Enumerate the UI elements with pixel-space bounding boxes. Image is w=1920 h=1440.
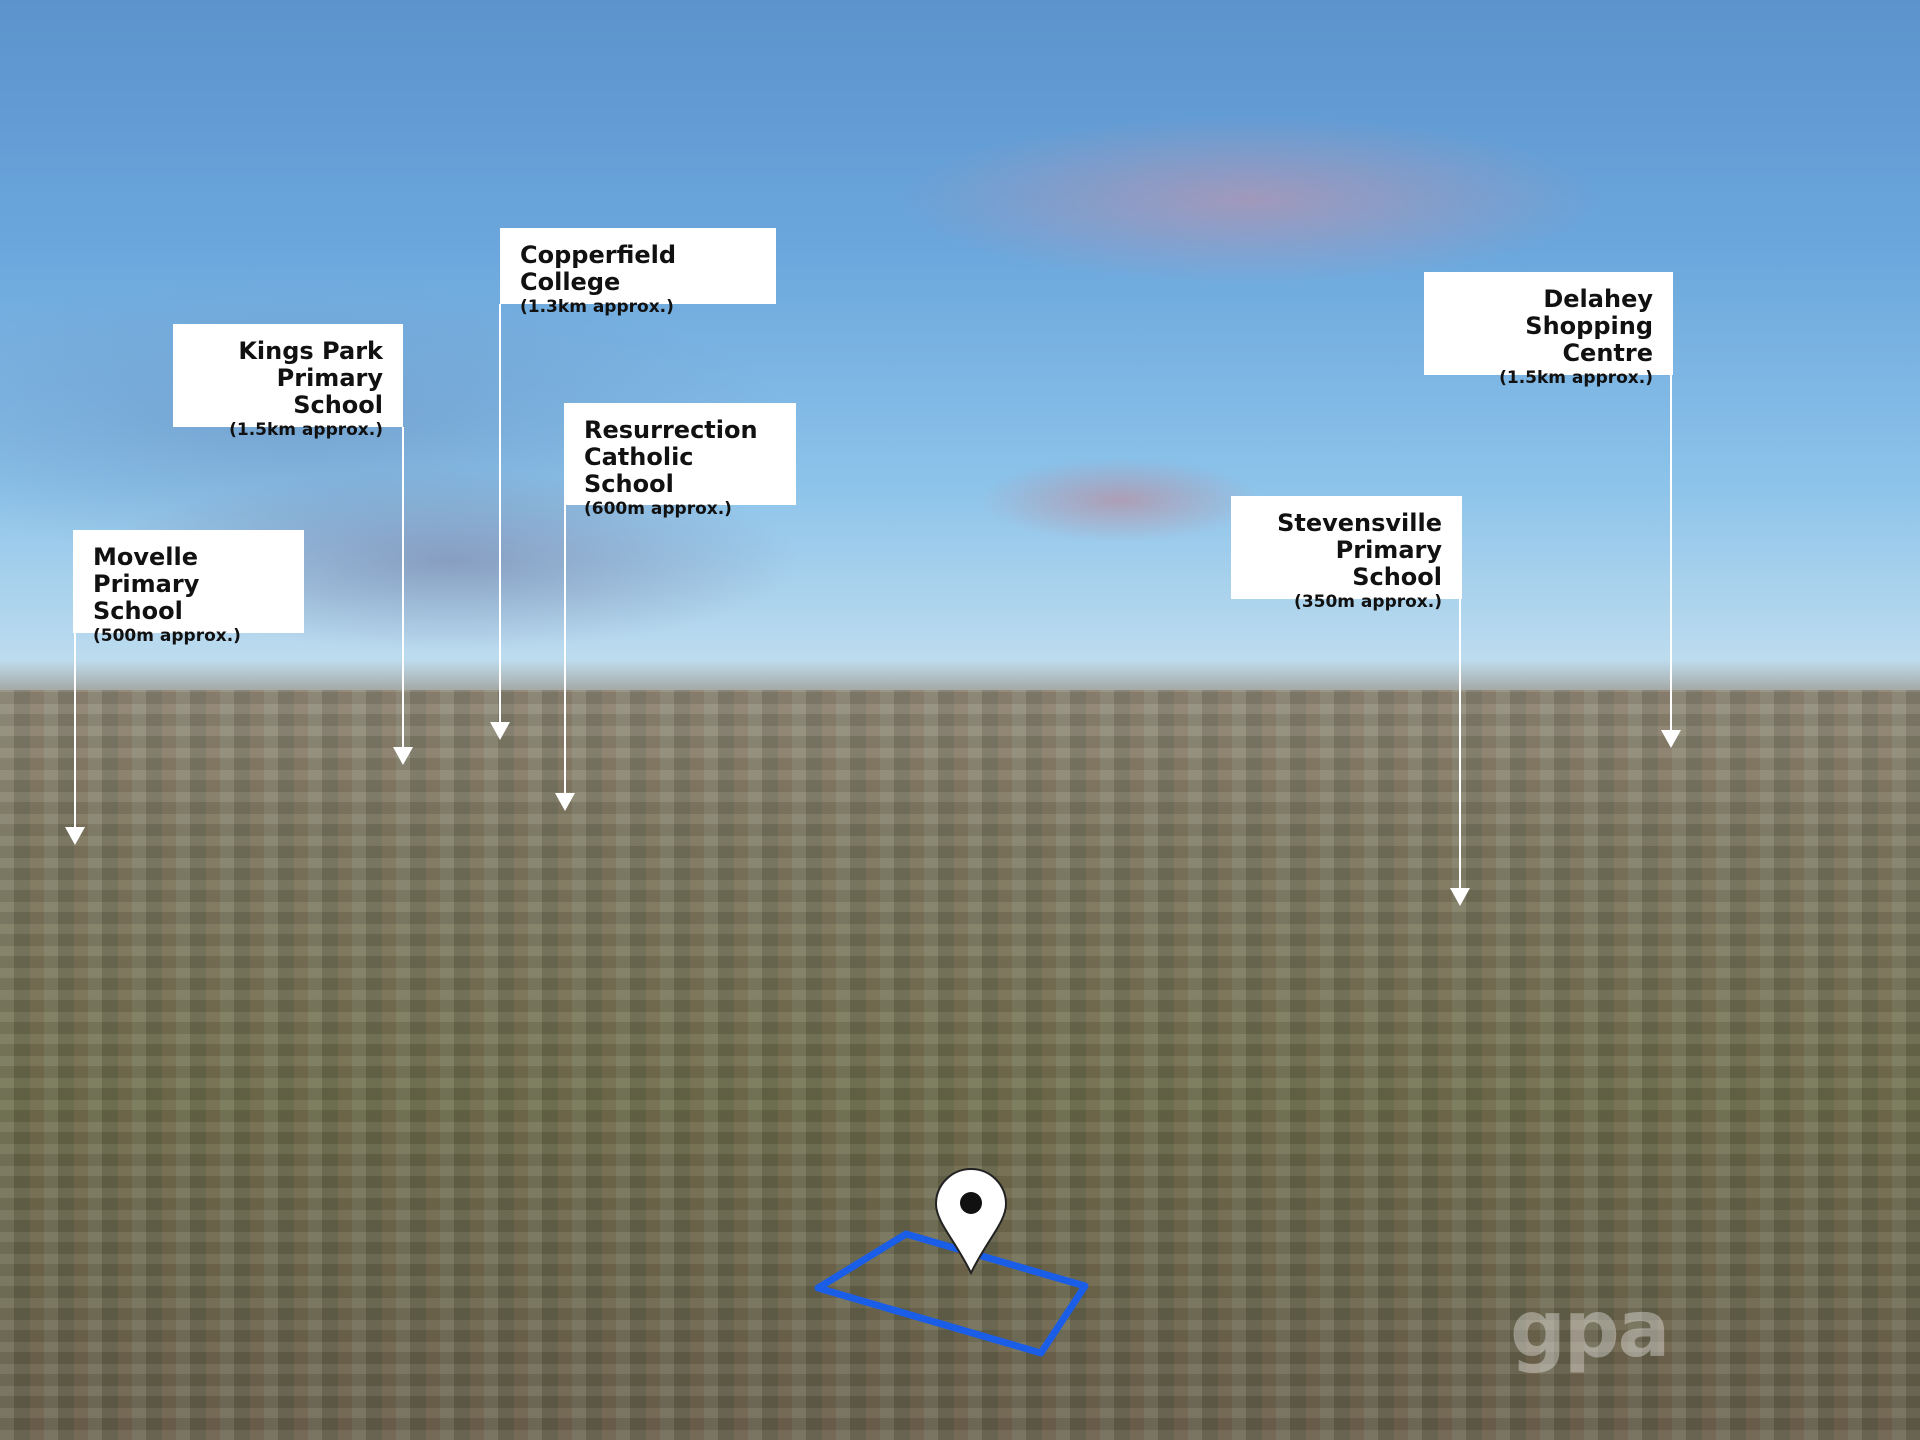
property-boundary-outline bbox=[814, 1230, 1089, 1357]
watermark-logo: gpa bbox=[1510, 1285, 1670, 1375]
label-delahey-shopping: Delahey Shopping Centre (1.5km approx.) bbox=[1424, 272, 1673, 387]
label-resurrection-catholic: Resurrection Catholic School (600m appro… bbox=[564, 403, 796, 518]
pointer-line-copperfield bbox=[490, 304, 510, 740]
label-title: Stevensville bbox=[1277, 509, 1442, 537]
label-distance: (1.3km approx.) bbox=[520, 296, 674, 317]
label-title-2: Shopping Centre bbox=[1525, 311, 1653, 367]
label-title-2: Primary School bbox=[93, 569, 200, 625]
pointer-line-stevensville bbox=[1450, 599, 1470, 906]
label-distance: (1.5km approx.) bbox=[229, 419, 383, 440]
pointer-line-kings-park bbox=[393, 427, 413, 765]
label-stevensville-primary: Stevensville Primary School (350m approx… bbox=[1231, 496, 1462, 611]
location-pin-icon bbox=[934, 1168, 1008, 1276]
label-title: Copperfield College bbox=[520, 241, 677, 296]
label-copperfield-college: Copperfield College (1.3km approx.) bbox=[500, 228, 776, 316]
label-title: Resurrection bbox=[584, 416, 758, 444]
label-title: Delahey bbox=[1543, 285, 1653, 313]
pointer-line-resurrection bbox=[555, 505, 575, 811]
label-kings-park-primary: Kings Park Primary School (1.5km approx.… bbox=[173, 324, 403, 439]
label-distance: (500m approx.) bbox=[93, 625, 241, 646]
suburb-aerial-ground bbox=[0, 690, 1920, 1440]
pointer-line-movelle bbox=[65, 633, 85, 845]
label-title-2: Primary School bbox=[1335, 535, 1442, 591]
label-distance: (350m approx.) bbox=[1294, 591, 1442, 612]
label-title-2: Catholic School bbox=[584, 442, 694, 498]
label-title: Movelle bbox=[93, 543, 199, 571]
label-distance: (1.5km approx.) bbox=[1499, 367, 1653, 388]
label-title-2: Primary School bbox=[276, 363, 383, 419]
label-movelle-primary: Movelle Primary School (500m approx.) bbox=[73, 530, 304, 645]
label-title: Kings Park bbox=[238, 337, 383, 365]
pointer-line-delahey bbox=[1661, 375, 1681, 748]
label-distance: (600m approx.) bbox=[584, 498, 732, 519]
